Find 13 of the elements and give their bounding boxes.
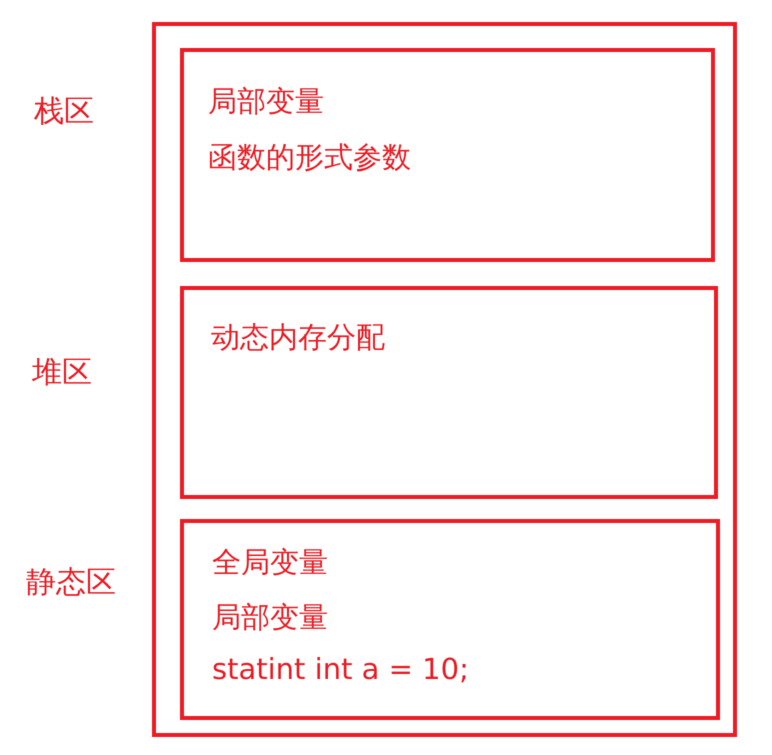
region-content-text: 全局变量 bbox=[212, 545, 328, 579]
region-content-text: 动态内存分配 bbox=[211, 320, 385, 354]
memory-region-box bbox=[180, 48, 715, 262]
region-label: 堆区 bbox=[32, 355, 92, 391]
region-content-text: 函数的形式参数 bbox=[208, 140, 411, 174]
region-content-text: 局部变量 bbox=[212, 600, 328, 634]
region-content-text: statint int a = 10; bbox=[212, 652, 469, 686]
memory-region-box bbox=[180, 519, 720, 720]
memory-layout-box bbox=[152, 22, 737, 737]
memory-region-box bbox=[180, 286, 718, 499]
region-content-text: 局部变量 bbox=[208, 84, 324, 118]
region-label: 静态区 bbox=[26, 565, 116, 601]
region-label: 栈区 bbox=[34, 94, 94, 130]
